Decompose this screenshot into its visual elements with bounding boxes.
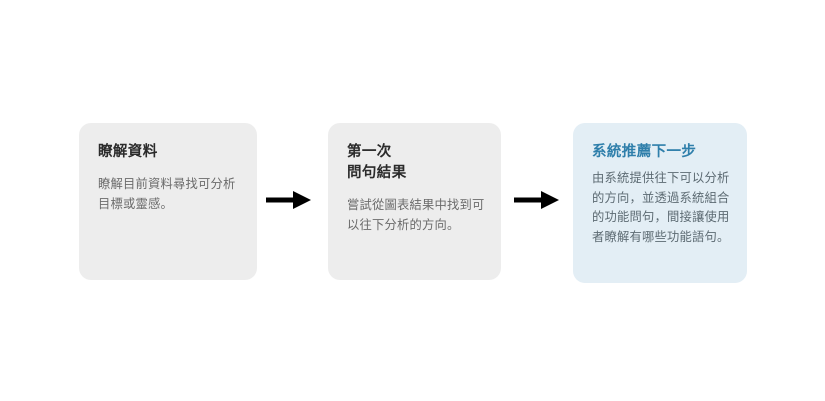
- flow-step-card-2: 第一次 問句結果 嘗試從圖表結果中找到可以往下分析的方向。: [328, 123, 501, 280]
- arrow-right-icon-2: [514, 190, 560, 210]
- flow-step-card-3: 系統推薦下一步 由系統提供往下可以分析的方向，並透過系統組合的功能問句，間接讓使…: [573, 123, 747, 283]
- flow-step-title-1: 瞭解資料: [98, 144, 158, 160]
- flow-step-body-2: 嘗試從圖表結果中找到可以往下分析的方向。: [347, 198, 485, 232]
- flow-step-body-1: 瞭解目前資料尋找可分析目標或靈感。: [98, 177, 236, 211]
- flow-step-title-2: 第一次 問句結果: [347, 144, 407, 181]
- flow-step-card-1: 瞭解資料 瞭解目前資料尋找可分析目標或靈感。: [79, 123, 257, 280]
- flow-step-body-3: 由系統提供往下可以分析的方向，並透過系統組合的功能問句，間接讓使用者瞭解有哪些功…: [592, 171, 730, 244]
- arrow-right-icon-1: [266, 190, 312, 210]
- flow-step-title-3: 系統推薦下一步: [592, 144, 697, 160]
